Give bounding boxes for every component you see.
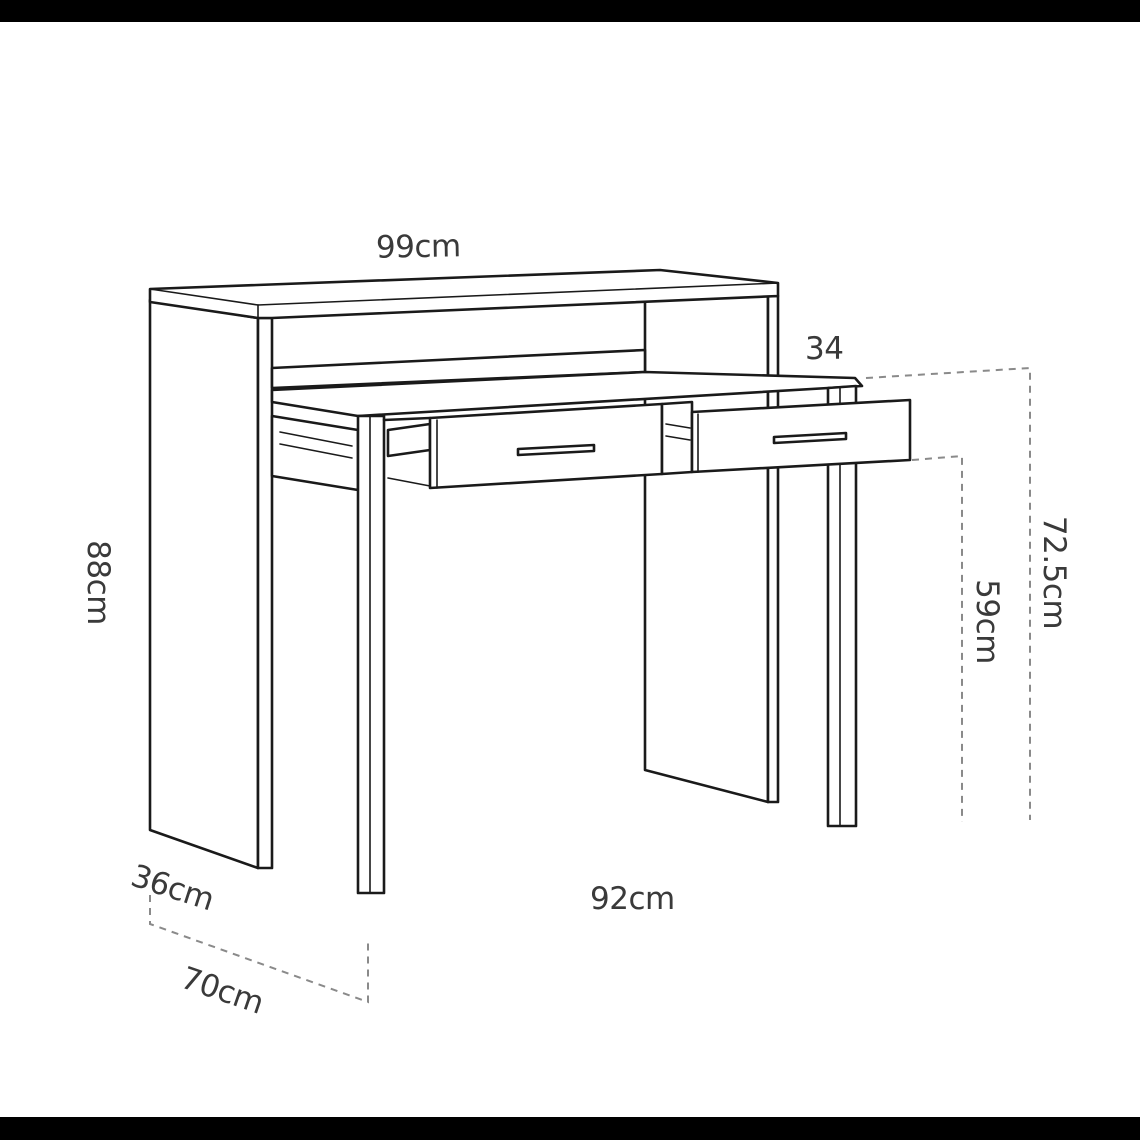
desk-dimension-drawing: 99cm 34 88cm 72.5cm 59cm 36cm 92cm 70cm <box>0 22 1140 1117</box>
left-side-panel <box>148 298 260 870</box>
desk-line-drawing <box>148 268 1031 1004</box>
drawer-runner-bottom <box>387 477 431 487</box>
desk-top-front-edge <box>357 385 863 417</box>
top-black-bar <box>0 0 1140 22</box>
dimension-extension-depth: 34 <box>805 331 844 367</box>
left-drawer-handle <box>516 443 596 457</box>
middle-runner <box>665 423 691 429</box>
right-front-leg <box>826 384 858 828</box>
middle-runner-lower <box>665 435 691 441</box>
right-side-panel-edge <box>766 294 780 804</box>
fixed-top-surface <box>148 268 780 320</box>
dimension-total-height: 88cm <box>79 540 116 625</box>
left-drawer-runner <box>279 431 353 447</box>
left-drawer-runner-lower <box>279 443 353 459</box>
depth-guide <box>149 895 369 1004</box>
bottom-black-bar <box>0 1117 1140 1140</box>
drawer-clearance-guide <box>911 454 963 822</box>
left-front-leg <box>356 414 386 895</box>
left-side-panel-edge <box>256 316 274 870</box>
drawer-frame-top-rail <box>382 416 432 422</box>
dimension-top-width: 99cm <box>375 228 462 266</box>
desk-top-left-edge <box>271 401 359 417</box>
left-drawer-front <box>428 402 664 490</box>
top-front-edge <box>257 282 779 306</box>
top-front-edge-left <box>149 288 259 306</box>
left-apron <box>270 414 360 492</box>
dimension-inner-width: 92cm <box>590 881 675 917</box>
drawer-runner-left <box>386 422 432 458</box>
right-drawer-handle <box>772 431 848 445</box>
dimension-drawer-clearance: 59cm <box>968 579 1005 664</box>
dimension-desk-height: 72.5cm <box>1036 515 1073 630</box>
desk-height-guide <box>865 366 1031 820</box>
